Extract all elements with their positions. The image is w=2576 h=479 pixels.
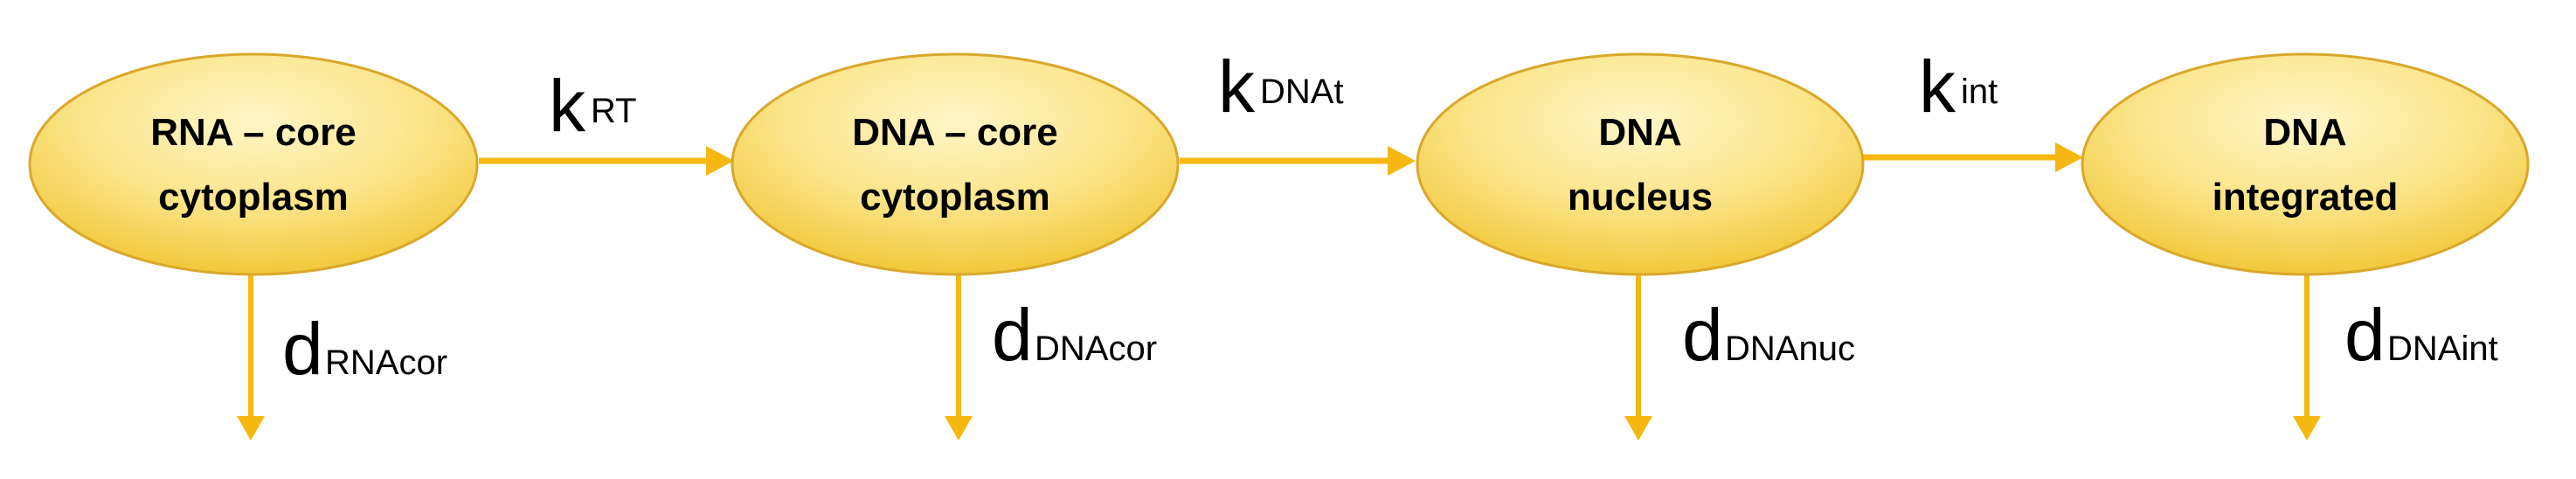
decay-label-dnanuc: d DNAnuc [1682, 294, 1855, 376]
rate-label-dnat: k DNAt [1218, 45, 1344, 128]
decay-subscript: DNAnuc [1725, 330, 1855, 368]
node-dna-core-cytoplasm: DNA – core cytoplasm [731, 52, 1180, 276]
node-label-line1: DNA [1598, 111, 1681, 154]
node-dna-nucleus: DNA nucleus [1416, 52, 1865, 276]
decay-arrowhead-rna [237, 416, 265, 441]
decay-symbol: d [282, 308, 323, 390]
rate-symbol: k [1919, 45, 1956, 128]
node-ellipse [1416, 52, 1865, 276]
node-dna-integrated: DNA integrated [2081, 52, 2530, 276]
decay-subscript: DNAcor [1035, 330, 1157, 368]
node-ellipse [2081, 52, 2530, 276]
decay-arrowhead-dnanuc [1624, 416, 1652, 441]
decay-label-dnaint: d DNAint [2344, 294, 2498, 376]
node-label-line2: integrated [2212, 176, 2399, 219]
rate-subscript: DNAt [1260, 73, 1344, 111]
decay-arrows [248, 271, 2309, 420]
decay-arrowhead-dnacor [945, 416, 973, 441]
node-label-line2: nucleus [1568, 176, 1713, 219]
node-label-line2: cytoplasm [860, 176, 1050, 219]
rate-label-int: k int [1919, 45, 1998, 128]
transition-arrowheads [706, 142, 2083, 176]
arrowhead-int [2055, 142, 2083, 172]
rate-symbol: k [1218, 45, 1256, 128]
decay-label-dnacor: d DNAcor [992, 294, 1157, 376]
rate-subscript: int [1961, 73, 1998, 111]
node-label-line1: RNA – core [150, 111, 357, 154]
decay-symbol: d [1682, 294, 1723, 376]
node-ellipse [731, 52, 1180, 276]
transition-arrows [479, 154, 2062, 164]
node-label-line1: DNA – core [852, 111, 1058, 154]
decay-arrowheads [237, 416, 2321, 441]
arrowhead-dnat [1388, 146, 1416, 176]
decay-arrowhead-dnaint [2293, 416, 2321, 441]
decay-subscript: DNAint [2387, 330, 2498, 368]
decay-symbol: d [2344, 294, 2386, 376]
rate-subscript: RT [591, 92, 637, 130]
arrowhead-rt [706, 146, 734, 176]
node-label-line1: DNA [2263, 111, 2346, 154]
node-rna-core-cytoplasm: RNA – core cytoplasm [28, 52, 479, 276]
decay-label-rnacor: d RNAcor [282, 308, 447, 390]
node-ellipse [28, 52, 479, 276]
rate-symbol: k [549, 65, 586, 147]
node-label-line2: cytoplasm [158, 176, 349, 219]
decay-subscript: RNAcor [325, 344, 447, 382]
rate-label-rt: k RT [549, 65, 637, 147]
decay-symbol: d [992, 294, 1033, 376]
